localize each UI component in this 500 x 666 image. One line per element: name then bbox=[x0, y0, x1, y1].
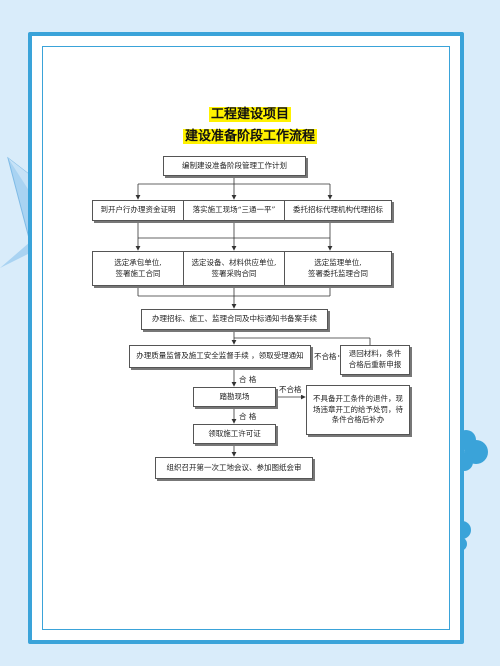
node-return-materials: 退回材料，条件 合格后重新申报 bbox=[340, 345, 410, 375]
node-kickoff: 组织召开第一次工地会议、参加图纸会审 bbox=[155, 457, 313, 479]
inner-border bbox=[42, 46, 450, 630]
node-quality-safety: 办理质量监督及施工安全监督手续 ，领取受理通知 bbox=[129, 345, 311, 368]
node-agent-bid: 委托招标代理机构代理招标 bbox=[284, 200, 392, 221]
label-fail-2: 不合格 bbox=[278, 384, 303, 395]
label-pass-2: 合 格 bbox=[238, 411, 258, 422]
node-supplier: 选定设备、材料供应单位, 签署采购合同 bbox=[183, 251, 285, 286]
node-site-prep: 落实施工现场“三通一平” bbox=[183, 200, 285, 221]
node-fund-proof: 到开户行办理资金证明 bbox=[92, 200, 184, 221]
node-site-inspection: 踏勘现场 bbox=[193, 387, 276, 407]
label-pass-1: 合 格 bbox=[238, 374, 258, 385]
label-fail-1: 不合格 bbox=[313, 351, 338, 362]
node-plan: 编制建设准备阶段管理工作计划 bbox=[163, 156, 306, 176]
title-text-2: 建设准备阶段工作流程 bbox=[182, 129, 317, 144]
title-line-2: 建设准备阶段工作流程 bbox=[0, 125, 500, 144]
node-not-ready: 不具备开工条件的退件，现 场违章开工的给予处罚，待 条件合格后补办 bbox=[306, 385, 410, 435]
node-contractor: 选定承包单位, 签署施工合同 bbox=[92, 251, 184, 286]
node-supervisor: 选定监理单位, 签署委托监理合同 bbox=[284, 251, 392, 286]
node-permit: 领取施工许可证 bbox=[193, 424, 276, 444]
title-text-1: 工程建设项目 bbox=[208, 107, 291, 122]
title-line-1: 工程建设项目 bbox=[0, 103, 500, 122]
node-bid-filing: 办理招标、施工、监理合同及中标通知书备案手续 bbox=[141, 309, 328, 330]
